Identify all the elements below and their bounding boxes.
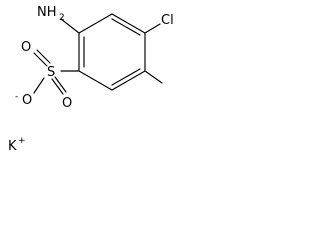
bond-s-o-top-a [36,49,51,64]
potassium-label: K [8,139,17,154]
potassium-charge: + [18,136,26,146]
oxygen-top-label: O [21,40,31,55]
bond-s-o-bottom-a [51,78,64,95]
ring-bond-c1-c2 [111,13,146,34]
amine-label: NH [37,5,57,20]
oxygen-left-label: O [22,93,32,108]
bond-ring-cl [144,23,161,34]
bond-s-o-top-b [33,52,48,67]
bond-s-o-left [33,77,45,94]
oxygen-bottom-label: O [62,96,72,111]
bond-ring-nh2 [60,18,80,34]
structure-diagram: NH 2 Cl S O O O - K + [0,0,195,156]
molecule-svg: NH 2 Cl S O O O - K + [8,5,174,154]
sulfur-label: S [47,65,55,80]
ring-bond-c3-c4 [111,70,146,91]
bond-s-o-bottom-b [54,76,67,93]
ring-bond-c3-c4-inner [111,68,141,86]
chlorine-label: Cl [161,13,174,28]
oxygen-left-charge: - [15,92,18,102]
amine-subscript: 2 [59,13,65,23]
ring-bond-c6-c1 [78,13,113,34]
benzene-ring [78,13,146,91]
ring-bond-c1-c2-inner [111,18,141,36]
bond-ring-methyl [144,70,163,84]
ring-bond-c4-c5 [78,70,113,91]
